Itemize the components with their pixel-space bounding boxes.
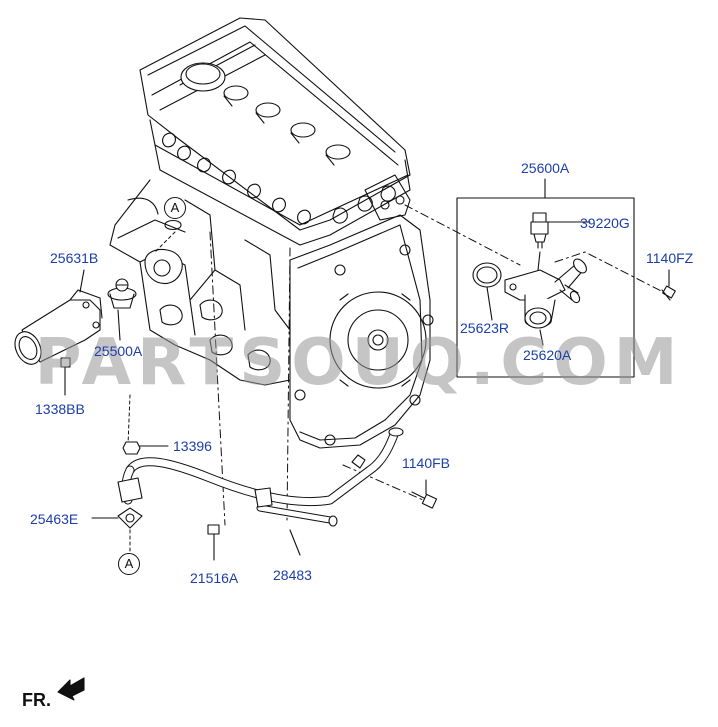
part-label-25623r[interactable]: 25623R <box>460 320 510 336</box>
front-direction-label: FR. <box>22 690 51 710</box>
coolant-temperature-sensor <box>530 212 573 249</box>
water-inlet-fitting <box>14 269 103 365</box>
part-label-1140fz[interactable]: 1140FZ <box>646 250 694 266</box>
thermostat <box>107 278 137 341</box>
part-label-1338bb[interactable]: 1338BB <box>35 401 85 417</box>
engine-block <box>109 17 434 449</box>
coolant-pipe <box>117 427 404 556</box>
part-label-25463e[interactable]: 25463E <box>30 511 79 527</box>
bolt-1140fb <box>411 479 438 509</box>
bolt-1338bb <box>60 357 71 368</box>
part-label-39220g[interactable]: 39220G <box>580 215 630 231</box>
part-label-25600a[interactable]: 25600A <box>521 160 570 176</box>
part-label-25500a[interactable]: 25500A <box>94 343 143 359</box>
part-label-28483[interactable]: 28483 <box>273 567 312 583</box>
gasket <box>91 507 143 529</box>
water-outlet-fitting <box>504 251 587 346</box>
bolt-21516a <box>207 524 220 561</box>
ref-marker-a-bottom: A <box>118 553 140 575</box>
part-label-13396[interactable]: 13396 <box>173 438 212 454</box>
bolt-1140fz <box>661 269 676 301</box>
part-label-25620a[interactable]: 25620A <box>523 347 572 363</box>
part-label-25631b[interactable]: 25631B <box>50 250 99 266</box>
part-label-1140fb[interactable]: 1140FB <box>402 455 450 471</box>
front-direction-arrow-icon <box>57 677 85 701</box>
part-label-21516a[interactable]: 21516A <box>190 570 239 586</box>
ref-marker-a-top: A <box>164 197 186 219</box>
nut-13396 <box>122 441 141 455</box>
